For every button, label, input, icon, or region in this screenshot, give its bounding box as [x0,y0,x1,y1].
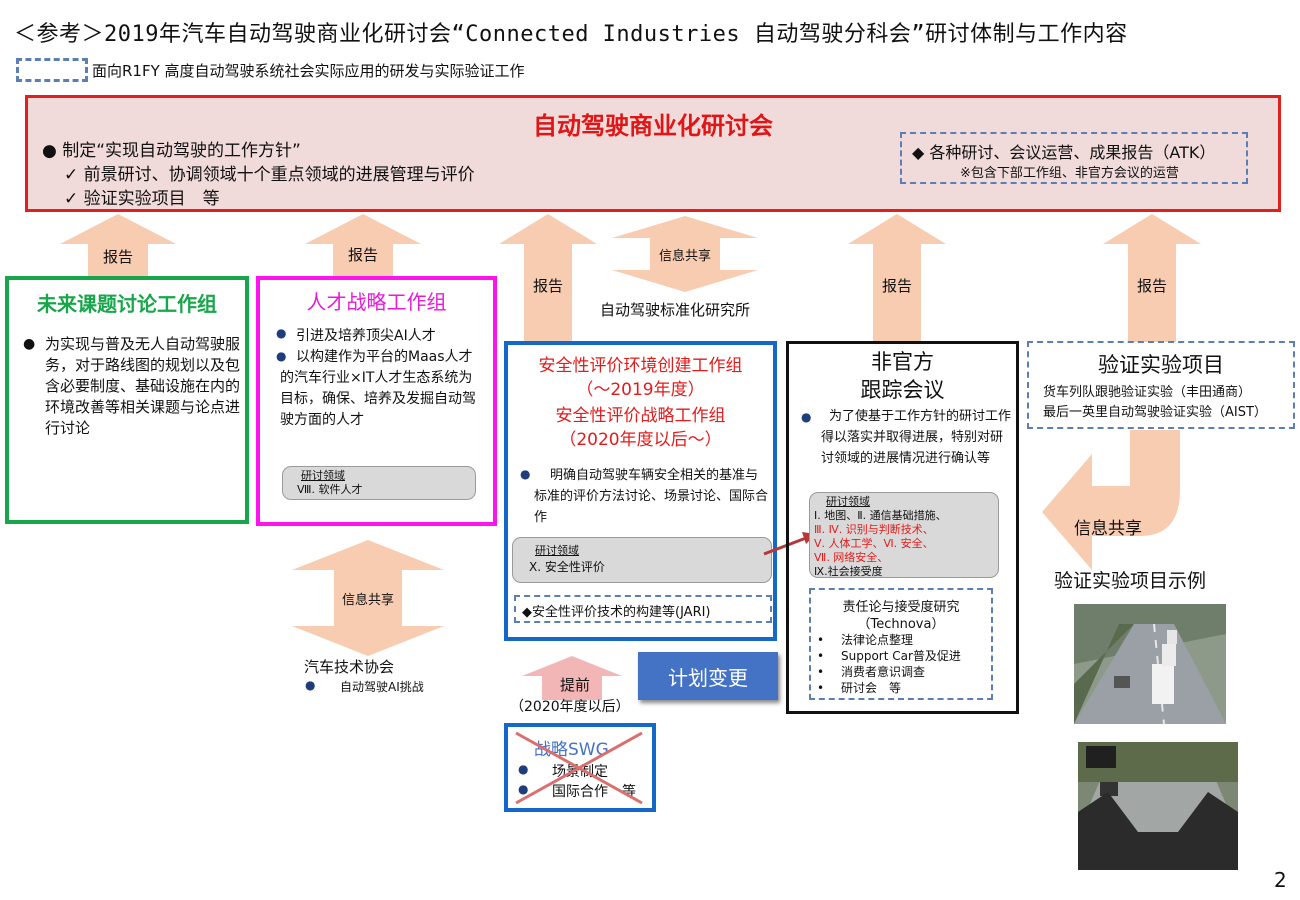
report-label-3: 报告 [532,277,563,295]
safety-evaluation-working-group: 安全性评价环境创建工作组 （～2019年度） 安全性评价战略工作组 （2020年… [504,341,777,641]
report-label-2: 报告 [347,246,378,264]
plan-change-button[interactable]: 计划变更 [638,652,778,700]
verify-examples-label: 验证实验项目示例 [1054,570,1207,592]
in-vehicle-photo [1078,742,1238,870]
report-arrow-5 [1103,214,1201,342]
legend-dashed-box [16,58,88,82]
report-label-5: 报告 [1136,277,1167,295]
info-share-arrow-top [612,216,758,292]
black-field-2: Ⅲ. Ⅳ. 识别与判断技术、 [814,523,934,536]
blue-title-3: 安全性评价战略工作组 [555,406,726,426]
report-arrow-3 [499,214,597,342]
auto-society-item: 自动驾驶AI挑战 [340,680,424,694]
black-field-3: Ⅴ. 人体工学、Ⅵ. 安全、 [814,537,934,550]
info-share-arrow-bottom [292,540,444,656]
black-field-1: Ⅰ. 地图、Ⅱ. 通信基础措施、 [814,509,947,522]
cross-out-mark [515,731,643,805]
verify-line-1: 货车列队跟驰验证实验（丰田通商） [1043,385,1252,400]
top-check-2: ✓ 验证实验项目 等 [64,189,220,209]
black-title-2: 跟踪会议 [860,378,945,402]
info-share-label-bottom: 信息共享 [341,593,394,608]
page-title: ＜参考＞2019年汽车自动驾驶商业化研讨会“Connected Industri… [14,22,1128,47]
truck-platoon-photo [1074,604,1226,724]
advance-arrow [522,656,622,700]
jari-box: ◆安全性评价技术的构建等(JARI) [514,595,772,623]
technova-title: 责任论与接受度研究 [842,600,960,615]
info-share-curved-label: 信息共享 [1074,519,1142,539]
green-box-title: 未来课题讨论工作组 [37,292,217,316]
info-share-curved-arrow [1042,430,1180,570]
report-label-1: 报告 [102,248,133,266]
magenta-text-2: 以构建作为平台的Maas人才的汽车行业×IT人才生态系统为目标，确保、培养及发掘… [280,349,476,428]
magenta-box-title: 人才战略工作组 [306,290,447,314]
jari-text: ◆安全性评价技术的构建等(JARI) [522,605,711,620]
top-check-1: ✓ 前景研讨、协调领域十个重点领域的进展管理与评价 [64,165,475,185]
blue-title-1: 安全性评价环境创建工作组 [538,356,743,376]
strategy-swg-box: 战略SWG ● 场景制定 ● 国际合作 等 [504,723,656,812]
informal-tracking-meeting: 非官方 跟踪会议 ● 为了使基于工作方针的研讨工作得以落实并取得进展，特别对研讨… [786,341,1019,714]
info-share-label-top: 信息共享 [658,249,711,264]
technova-box: 责任论与接受度研究 （Technova） •法律论点整理 •Support Ca… [809,588,993,700]
report-arrow-4 [848,214,946,342]
technova-item-3: •消费者意识调查 [817,665,926,679]
green-bullet: ● [23,336,36,352]
atk-line-1: ◆ 各种研讨、会议运营、成果报告（ATK） [912,143,1216,162]
talent-strategy-working-group: 人才战略工作组 ● 引进及培养顶尖AI人才 ● 以构建作为平台的Maas人才的汽… [256,276,497,526]
legend-text: 面向R1FY 高度自动驾驶系统社会实际应用的研发与实际验证工作 [92,62,525,80]
blue-title-4: （2020年度以后～） [559,430,722,450]
black-field-label: 研讨领域 [826,495,870,508]
blue-bullet: ● [520,467,531,481]
blue-field-box: 研讨领域 Ⅹ. 安全性评价 [512,537,772,583]
advance-sub-label: （2020年度以后） [510,699,630,715]
magenta-bullet-1: ● [276,326,287,340]
auto-society-bullet: ● [305,678,316,692]
report-arrow-2 [305,214,421,278]
top-bullet: ● 制定“实现自动驾驶的工作方针” [42,141,301,161]
magenta-field-label: 研讨领域 [301,469,345,482]
blue-field-label: 研讨领域 [535,544,579,557]
black-field-5: Ⅸ.社会接受度 [814,565,883,578]
swg-bullet-1: ● [518,762,529,776]
blue-text: 明确自动驾驶车辆安全相关的基准与标准的评价方法讨论、场景讨论、国际合作 [534,468,769,525]
verify-title: 验证实验项目 [1098,353,1224,377]
atk-box: ◆ 各种研讨、会议运营、成果报告（ATK） ※包含下部工作组、非官方会议的运营 [900,132,1248,184]
green-text: 为实现与普及无人自动驾驶服务，对于路线图的规划以及包含必要制度、基础设施在内的环… [45,335,241,437]
verify-line-2: 最后一英里自动驾驶验证实验（AIST） [1043,405,1267,420]
top-box-title: 自动驾驶商业化研讨会 [533,112,773,140]
black-title-1: 非官方 [871,350,934,374]
technova-item-1: •法律论点整理 [817,633,914,647]
advance-label: 提前 [559,676,590,694]
report-arrow-1 [60,214,176,278]
report-label-4: 报告 [881,277,912,295]
standard-lab-label: 自动驾驶标准化研究所 [600,301,751,319]
page-number: 2 [1274,868,1287,892]
swg-bullet-2: ● [518,782,529,796]
auto-society-name: 汽车技术协会 [304,658,395,676]
black-field-4: Ⅶ. 网络安全、 [814,551,889,564]
black-bullet: ● [801,410,812,424]
atk-line-2: ※包含下部工作组、非官方会议的运营 [960,166,1179,181]
technova-items: •法律论点整理 •Support Car普及促进 •消费者意识调查 •研讨会 等 [817,632,961,696]
verification-project-box: 验证实验项目 货车列队跟驰验证实验（丰田通商） 最后一英里自动驾驶验证实验（AI… [1027,341,1295,429]
technova-item-2: •Support Car普及促进 [817,649,961,663]
magenta-field-box: 研讨领域 Ⅷ. 软件人才 [282,466,476,500]
magenta-text-1: 引进及培养顶尖AI人才 [296,328,436,344]
magenta-field-value: Ⅷ. 软件人才 [297,483,363,496]
technova-item-4: •研讨会 等 [817,681,902,695]
black-field-box: 研讨领域 Ⅰ. 地图、Ⅱ. 通信基础措施、 Ⅲ. Ⅳ. 识别与判断技术、 Ⅴ. … [809,492,999,578]
black-text: 为了使基于工作方针的研讨工作得以落实并取得进展，特别对研讨领域的进展情况进行确认… [821,409,1012,466]
blue-field-value: Ⅹ. 安全性评价 [529,560,605,574]
technova-sub: （Technova） [857,617,945,632]
blue-title-2: （～2019年度） [576,380,705,400]
top-commercialization-box: 自动驾驶商业化研讨会 ● 制定“实现自动驾驶的工作方针” ✓ 前景研讨、协调领域… [25,95,1281,212]
future-issues-working-group: 未来课题讨论工作组 ● 为实现与普及无人自动驾驶服务，对于路线图的规划以及包含必… [5,276,249,524]
magenta-bullet-2: ● [276,349,287,363]
